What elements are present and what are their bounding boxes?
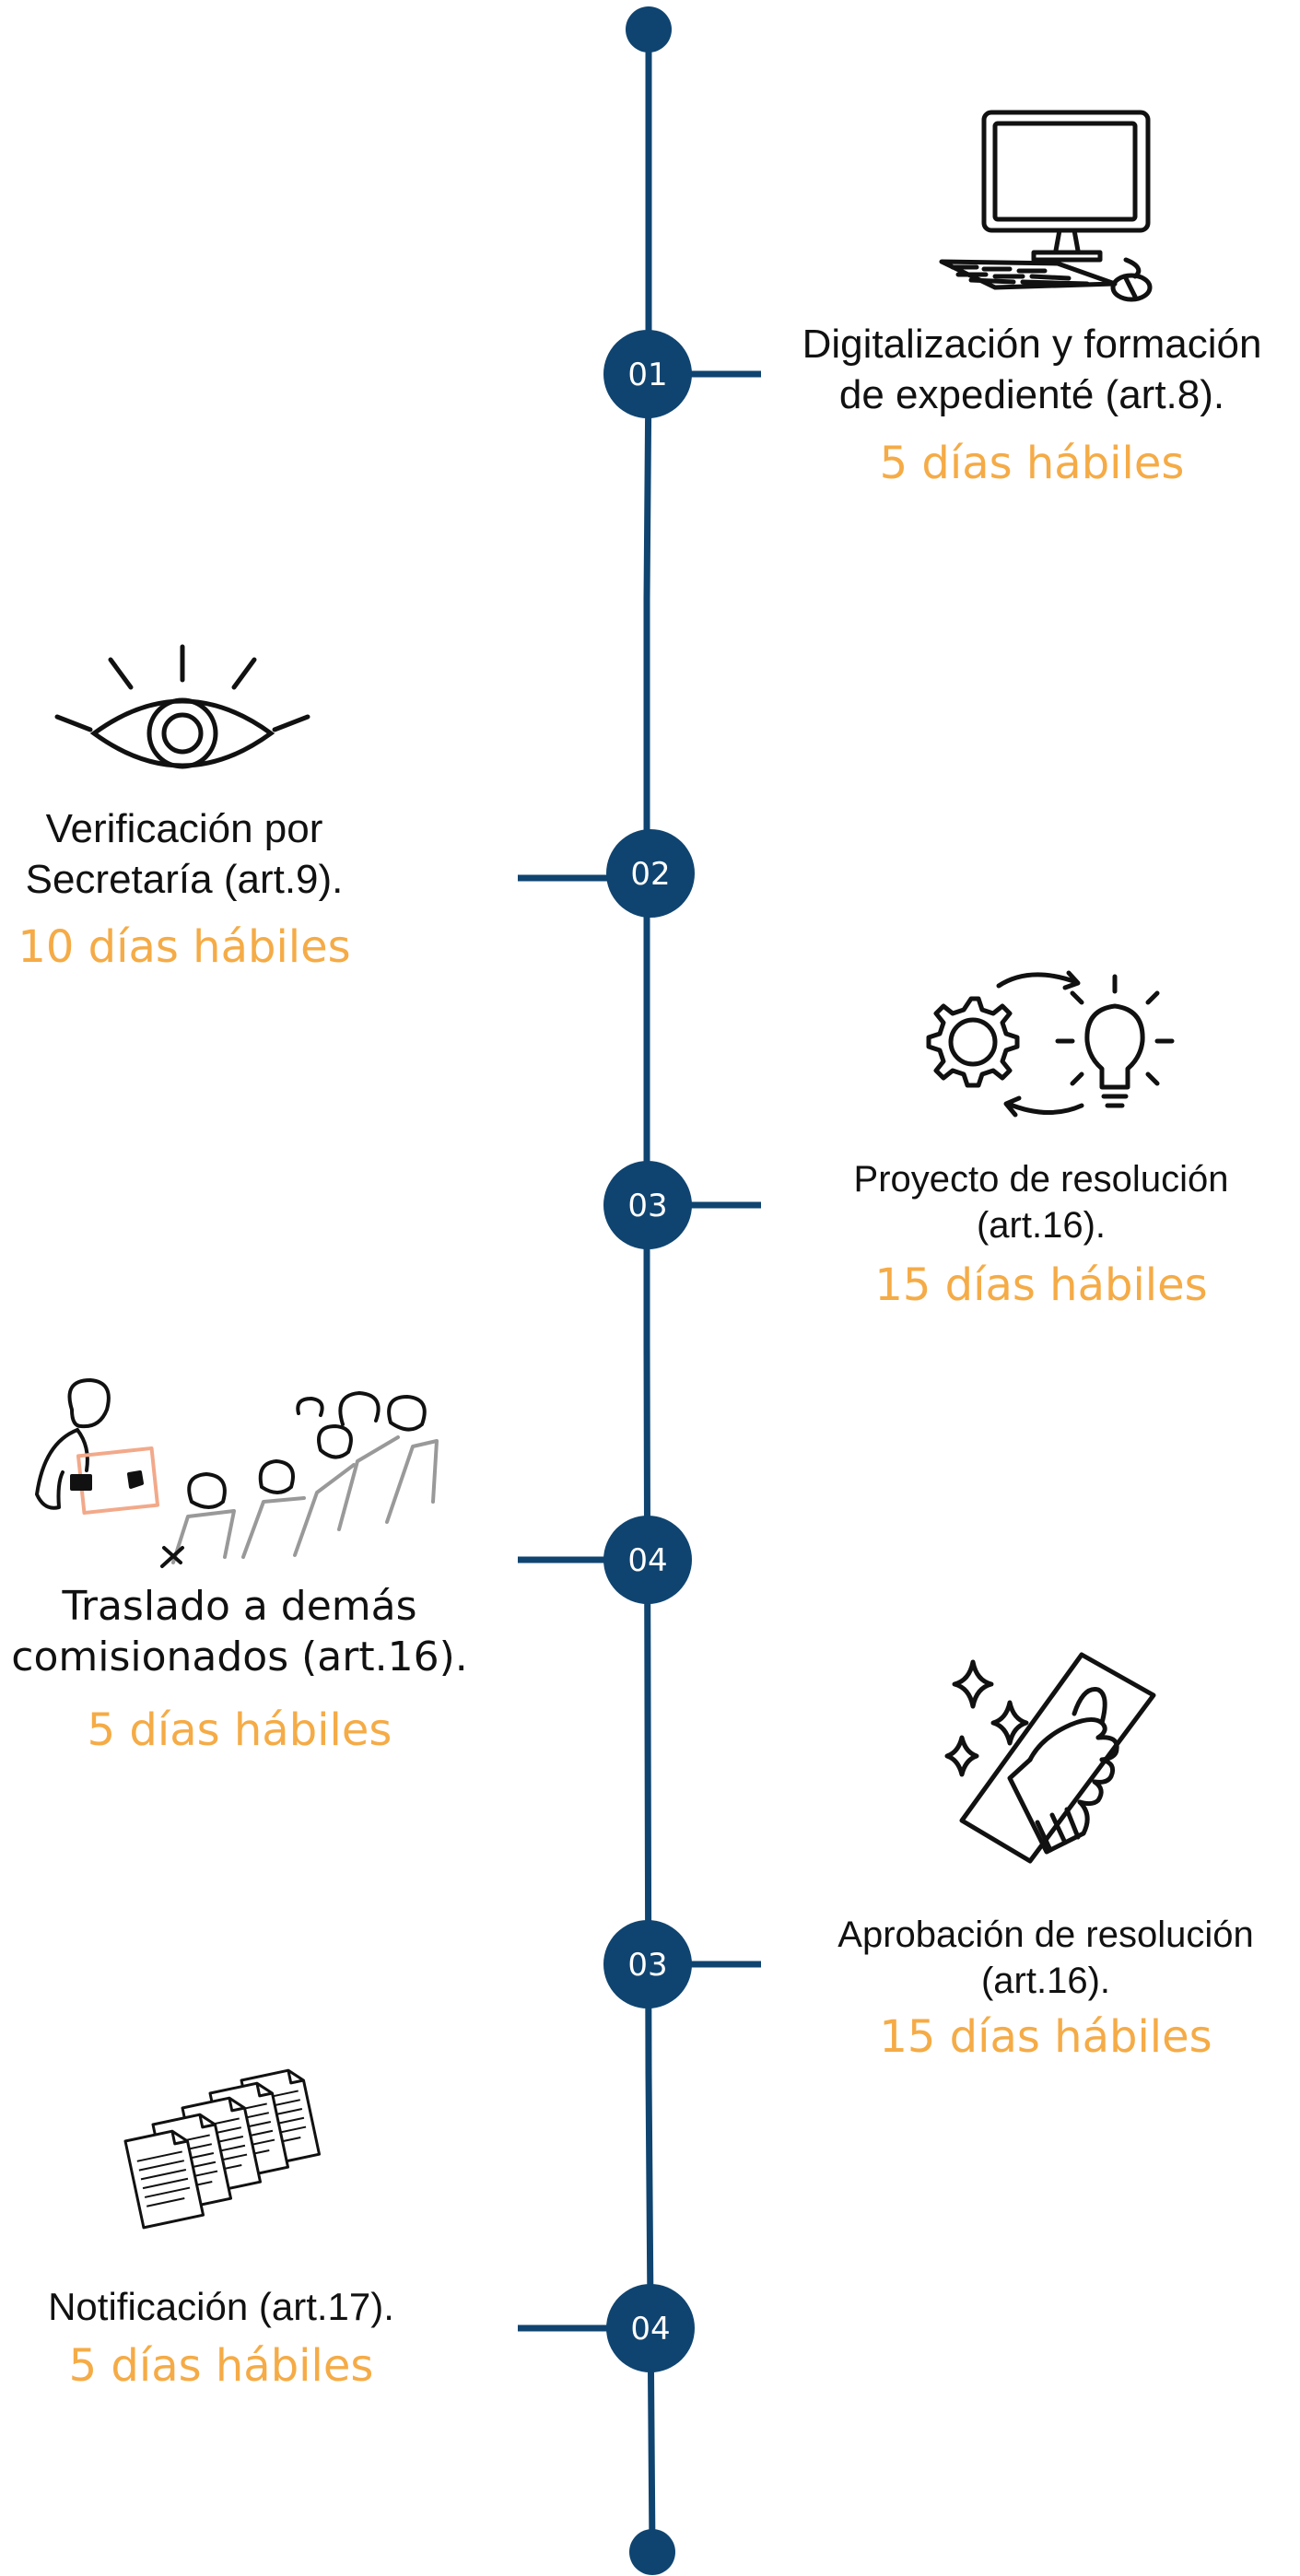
step-days-4: 5 días hábiles: [87, 1704, 392, 1756]
timeline-start-dot: [626, 6, 672, 53]
eye-icon: [53, 641, 311, 779]
step-node-5: 03: [603, 1920, 692, 2008]
presentation-audience-icon: [26, 1373, 459, 1568]
step-title-3-line-2: (art.16).: [976, 1205, 1107, 1246]
step-title-5: Aprobación de resolución (art.16).: [792, 1912, 1299, 2004]
step-number-4: 04: [627, 1542, 667, 1579]
step-title-2-line-2: Secretaría (art.9).: [25, 857, 344, 902]
step-days-5: 15 días hábiles: [879, 2011, 1212, 2063]
step-days-3: 15 días hábiles: [874, 1259, 1208, 1311]
documents-icon: [122, 2068, 322, 2246]
step-title-5-line-1: Aprobación de resolución: [837, 1914, 1254, 1955]
step-node-3: 03: [603, 1161, 692, 1249]
step-title-4-line-1: Traslado a demás: [62, 1583, 417, 1630]
step-title-6: Notificación (art.17).: [0, 2283, 442, 2332]
step-title-4-line-2: comisionados (art.16).: [11, 1633, 468, 1680]
step-number-6: 04: [630, 2311, 670, 2348]
gear-bulb-icon: [919, 958, 1179, 1124]
step-node-2: 02: [606, 829, 695, 918]
handshake-diploma-icon: [936, 1649, 1168, 1870]
step-title-3-line-1: Proyecto de resolución: [853, 1159, 1229, 1200]
step-title-1-line-2: de expedienté (art.8).: [838, 372, 1225, 417]
step-number-5: 03: [627, 1947, 667, 1984]
step-node-6: 04: [606, 2284, 695, 2372]
computer-icon: [931, 103, 1163, 308]
step-node-4: 04: [603, 1516, 692, 1604]
timeline-spine: [643, 26, 656, 2556]
step-number-3: 03: [627, 1188, 667, 1224]
step-title-2-line-1: Verificación por: [45, 806, 323, 851]
step-days-2: 10 días hábiles: [18, 921, 351, 973]
step-days-6: 5 días hábiles: [68, 2340, 374, 2392]
step-node-1: 01: [603, 330, 692, 418]
step-title-1: Digitalización y formación de expedienté…: [765, 319, 1299, 420]
step-number-1: 01: [627, 357, 667, 393]
step-title-1-line-1: Digitalización y formación: [802, 322, 1262, 367]
step-number-2: 02: [630, 856, 670, 893]
timeline-end-dot: [629, 2529, 675, 2575]
step-days-1: 5 días hábiles: [879, 438, 1185, 489]
step-title-6-line-1: Notificación (art.17).: [48, 2285, 394, 2328]
step-title-2: Verificación por Secretaría (art.9).: [0, 803, 369, 905]
step-title-4: Traslado a demás comisionados (art.16).: [0, 1581, 479, 1682]
step-title-5-line-2: (art.16).: [980, 1961, 1111, 2001]
step-title-3: Proyecto de resolución (art.16).: [783, 1156, 1299, 1248]
